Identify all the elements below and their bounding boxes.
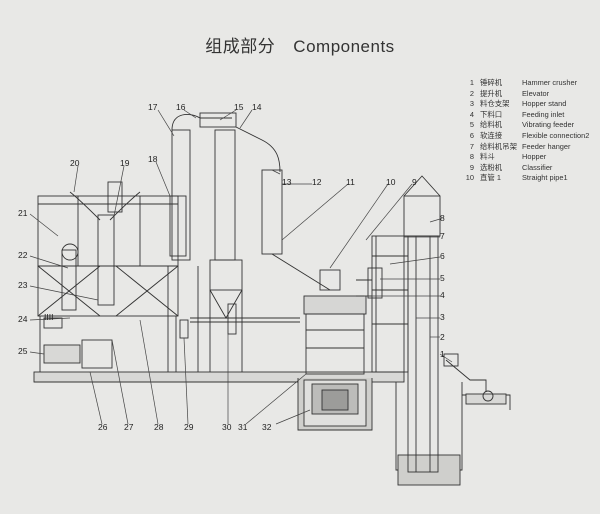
legend-chinese: 选粉机 xyxy=(480,162,503,172)
diagram-title: 组成部分 Components xyxy=(0,32,600,57)
legend-chinese: 锤碎机 xyxy=(480,78,503,87)
callout-29: 29 xyxy=(184,422,194,432)
callout-26: 26 xyxy=(98,422,108,432)
legend-row: 9 选粉机 Classifier xyxy=(462,163,589,174)
legend-chinese: 下料口 xyxy=(480,109,503,119)
legend-row: 8 料斗 Hopper xyxy=(462,152,589,163)
title-chinese: 组成部分 xyxy=(205,37,276,56)
legend-english: Feeding inlet xyxy=(522,109,565,119)
title-english: Components xyxy=(293,37,395,56)
callout-22: 22 xyxy=(18,250,28,260)
callout-21: 21 xyxy=(18,208,28,218)
grinding-mill xyxy=(303,269,367,415)
callout-32: 32 xyxy=(262,422,272,432)
legend-english: Straight pipe1 xyxy=(522,173,568,183)
callout-25: 25 xyxy=(18,346,28,356)
callout-28: 28 xyxy=(154,422,164,432)
equipment-mark: IIII xyxy=(44,312,53,322)
legend-number: 10 xyxy=(465,173,474,183)
callout-8: 8 xyxy=(440,213,445,223)
callout-numbers: 1 2 3 4 5 6 7 8 9 10 11 12 13 14 15 16 1… xyxy=(18,102,445,432)
legend-row: 5 给料机 Vibrating feeder xyxy=(462,120,589,131)
callout-14: 14 xyxy=(252,102,262,112)
legend-english: Vibrating feeder xyxy=(522,120,575,130)
callout-30: 30 xyxy=(222,422,232,432)
legend-number: 5 xyxy=(469,120,474,130)
legend-row: 7 给料机吊架 Feeder hanger xyxy=(462,142,589,153)
legend-row: 1 锤碎机 Hammer crusher xyxy=(462,78,589,89)
dust-collector xyxy=(37,181,187,372)
legend-chinese: 料斗 xyxy=(480,152,495,162)
legend-chinese: 料仓支架 xyxy=(480,99,510,109)
callout-15: 15 xyxy=(234,102,244,112)
legend-english: Hopper stand xyxy=(522,99,567,109)
legend-row: 10 直管 1 Straight pipe1 xyxy=(462,173,589,184)
legend-english: Elevator xyxy=(522,88,550,98)
elevator-and-hopper xyxy=(356,175,494,473)
callout-13: 13 xyxy=(282,177,292,187)
legend-english: Classifier xyxy=(522,162,553,172)
legend-english: Hopper xyxy=(522,152,547,162)
callout-2: 2 xyxy=(440,332,445,342)
callout-1: 1 xyxy=(440,349,445,359)
legend-number: 7 xyxy=(469,141,474,151)
callout-24: 24 xyxy=(18,314,28,324)
legend-row: 2 提升机 Elevator xyxy=(462,89,589,100)
legend-number: 3 xyxy=(469,99,474,109)
callout-17: 17 xyxy=(148,102,158,112)
leader-lines xyxy=(29,109,453,425)
legend-row: 4 下料口 Feeding inlet xyxy=(462,110,589,121)
callout-18: 18 xyxy=(148,154,158,164)
callout-6: 6 xyxy=(440,251,445,261)
callout-27: 27 xyxy=(124,422,134,432)
legend-english: Hammer crusher xyxy=(522,78,578,87)
legend-row: 3 料仓支架 Hopper stand xyxy=(462,99,589,110)
callout-11: 11 xyxy=(346,177,355,187)
legend-chinese: 给料机吊架 xyxy=(480,141,517,151)
legend-number: 6 xyxy=(469,130,474,140)
legend-chinese: 提升机 xyxy=(480,88,503,98)
legend-number: 9 xyxy=(469,162,474,172)
legend-english: Flexible connection2 xyxy=(522,130,590,140)
legend-number: 2 xyxy=(469,88,474,98)
legend-number: 8 xyxy=(469,152,474,162)
legend-row: 6 软连接 Flexible connection2 xyxy=(462,130,590,142)
components-legend: 1 锤碎机 Hammer crusher 2 提升机 Elevator 3 料仓支架 Hop… xyxy=(462,78,590,184)
callout-7: 7 xyxy=(440,231,445,241)
callout-3: 3 xyxy=(440,312,445,322)
callout-23: 23 xyxy=(18,280,28,290)
callout-10: 10 xyxy=(386,177,396,187)
callout-5: 5 xyxy=(440,273,445,283)
legend-chinese: 直管 1 xyxy=(480,173,501,183)
callout-16: 16 xyxy=(176,102,186,112)
callout-31: 31 xyxy=(238,422,248,432)
callout-20: 20 xyxy=(70,158,80,168)
legend-number: 1 xyxy=(469,78,474,87)
legend-chinese: 给料机 xyxy=(480,120,503,130)
legend-number: 4 xyxy=(469,109,474,119)
callout-9: 9 xyxy=(412,177,417,187)
callout-4: 4 xyxy=(440,290,445,300)
callout-12: 12 xyxy=(312,177,322,187)
callout-19: 19 xyxy=(120,158,130,168)
legend-english: Feeder hanger xyxy=(522,141,571,151)
legend-chinese: 软连接 xyxy=(480,130,503,140)
